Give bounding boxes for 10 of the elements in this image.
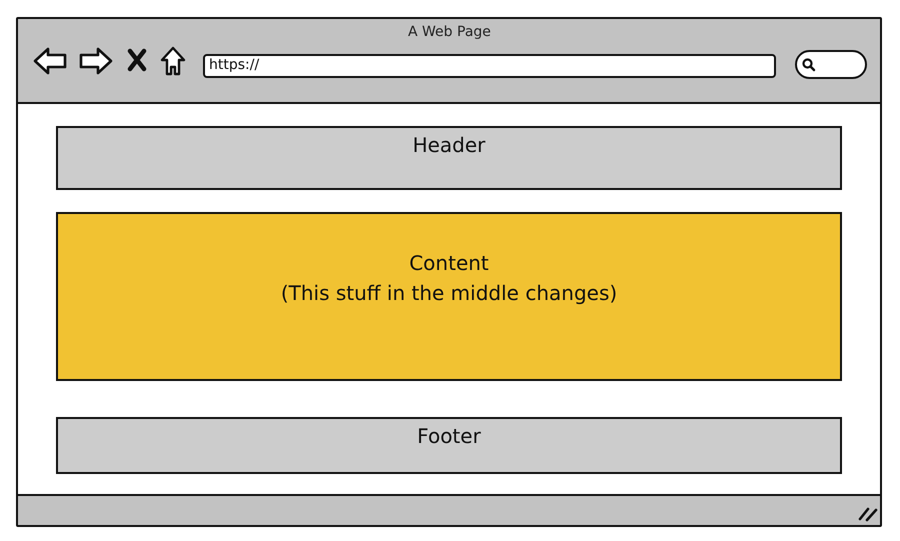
block-note: (This stuff in the middle changes) (280, 280, 618, 307)
block-title: Header (412, 132, 486, 158)
content-block (56, 212, 842, 381)
header-block (56, 126, 842, 190)
window-title: A Web Page (408, 23, 491, 41)
block-title: Content (409, 250, 489, 277)
footer-block (56, 417, 842, 474)
browser-window (16, 17, 882, 527)
url-field: https:// (203, 54, 776, 78)
block-title: Footer (417, 423, 481, 449)
